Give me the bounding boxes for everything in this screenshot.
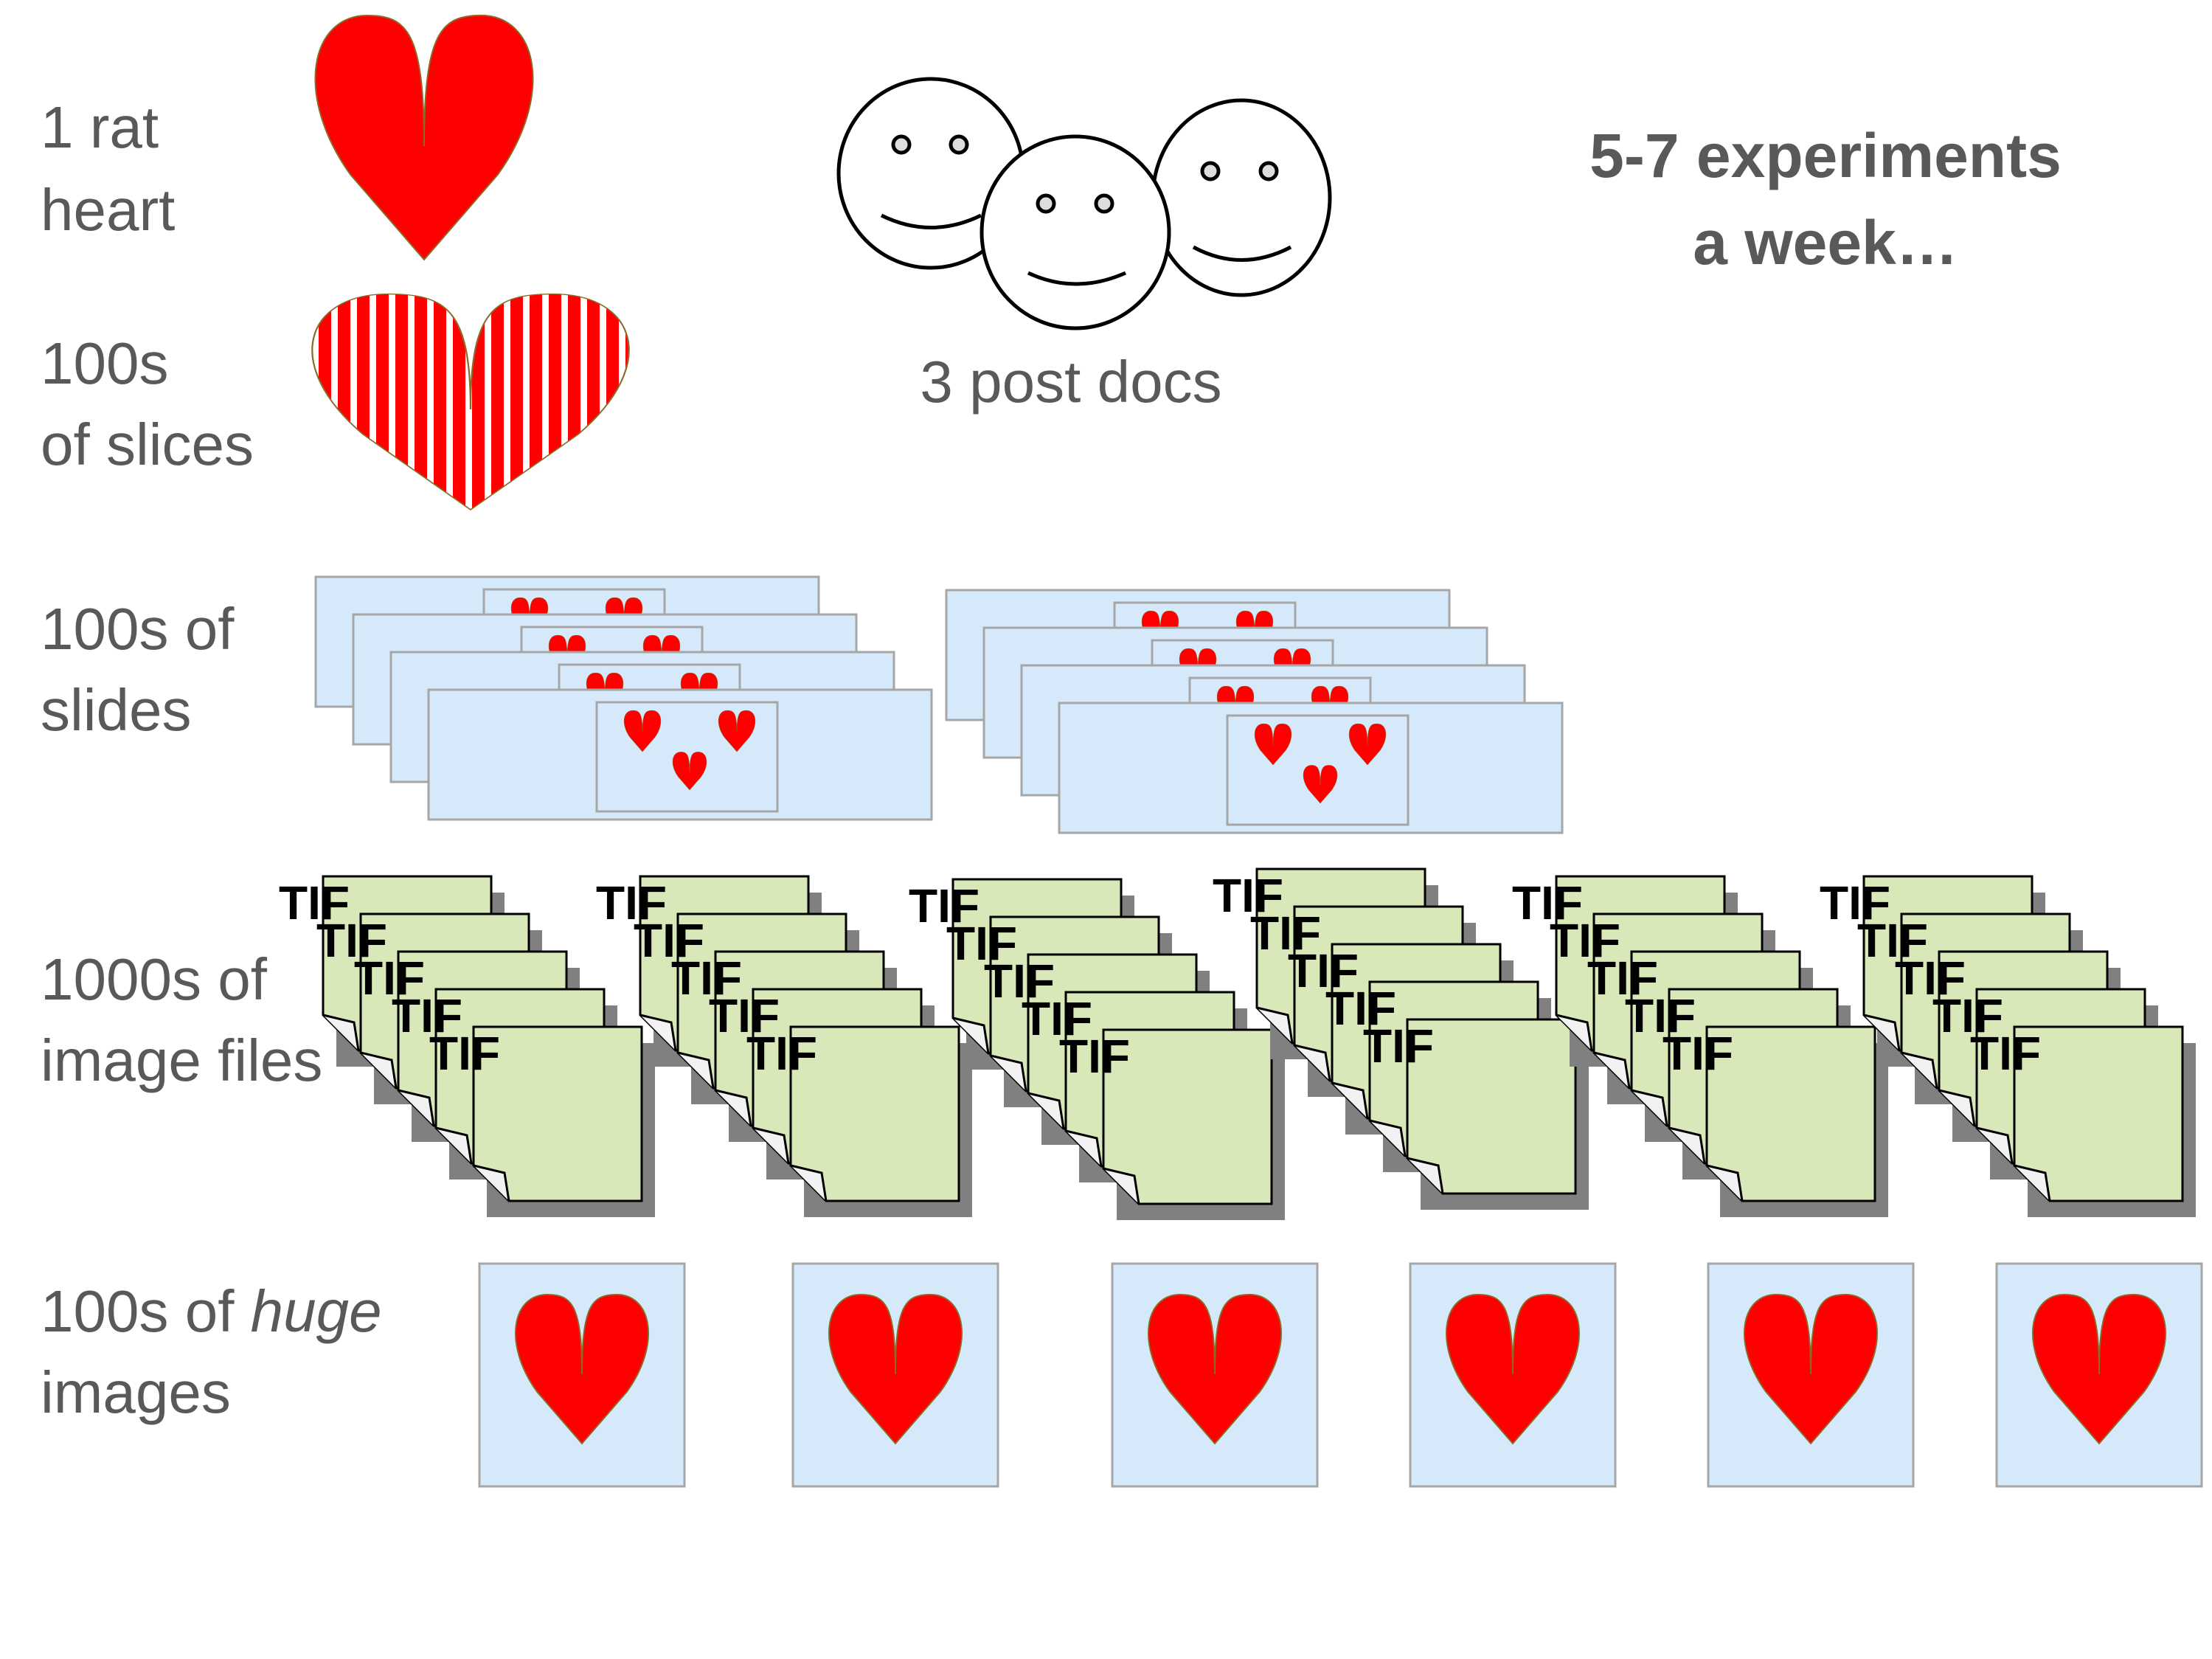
tif-file-label: TIF — [1325, 982, 1396, 1035]
label-rat-heart-line2: heart — [41, 177, 175, 243]
tif-file-label: TIF — [392, 989, 462, 1042]
experiments-line2: a week… — [1693, 208, 1958, 277]
label-huge-images-emphasis: huge — [251, 1278, 382, 1344]
tif-file-icon: TIF — [1663, 1025, 1888, 1217]
huge-image-tile — [1995, 1262, 2203, 1488]
tif-file-label: TIF — [1363, 1019, 1434, 1073]
tif-file-label: TIF — [946, 917, 1017, 970]
tif-file-icon: TIF — [1059, 1028, 1285, 1220]
tif-file-label: TIF — [596, 876, 667, 929]
tif-file-label: TIF — [1857, 914, 1928, 967]
label-huge-images-line2: images — [41, 1360, 231, 1425]
huge-image-tile — [1111, 1262, 1319, 1488]
tif-file-label: TIF — [1288, 944, 1359, 997]
tif-file-label: TIF — [279, 876, 350, 929]
label-rat-heart: 1 rat heart — [41, 94, 175, 243]
tif-file-label: TIF — [1970, 1027, 2041, 1080]
label-huge-images-line1: 100s of huge — [41, 1278, 382, 1344]
label-image-files-line2: image files — [41, 1028, 322, 1093]
tif-file-icon: TIF — [429, 1025, 655, 1217]
smiley-face-icon — [1151, 98, 1332, 297]
huge-image-tile — [478, 1262, 686, 1488]
huge-image-tile — [791, 1262, 999, 1488]
label-slices-line2: of slices — [41, 412, 254, 477]
post-docs-label: 3 post docs — [920, 349, 1221, 415]
tif-file-label: TIF — [354, 952, 425, 1005]
tif-file-label: TIF — [1895, 952, 1966, 1005]
huge-image-tile — [1707, 1262, 1915, 1488]
tif-file-label: TIF — [1059, 1030, 1130, 1083]
slide-stack — [945, 589, 1564, 834]
tif-file-label: TIF — [1625, 989, 1696, 1042]
smiley-face-icon — [980, 134, 1171, 330]
label-huge-images: 100s of huge images — [41, 1278, 382, 1425]
tif-file-label: TIF — [1550, 914, 1620, 967]
tif-file-label: TIF — [1022, 992, 1092, 1045]
huge-image-tile — [1409, 1262, 1617, 1488]
tif-file-label: TIF — [1932, 989, 2003, 1042]
tif-file-label: TIF — [1250, 907, 1321, 960]
tif-file-label: TIF — [316, 914, 387, 967]
glass-slide — [1058, 702, 1564, 834]
huge-image-row — [478, 1262, 2203, 1488]
tif-file-label: TIF — [1820, 876, 1890, 929]
tif-file-label: TIF — [1213, 869, 1283, 922]
sliced-heart-icon — [280, 288, 664, 538]
label-slides-line1: 100s of — [41, 596, 235, 662]
slide-stacks — [314, 575, 1564, 834]
tif-file-stacks: TIFTIFTIFTIFTIFTIFTIFTIFTIFTIFTIFTIFTIFT… — [279, 867, 2196, 1220]
label-image-files: 1000s of image files — [41, 946, 322, 1093]
slide-stack — [314, 575, 933, 821]
tif-file-label: TIF — [429, 1027, 500, 1080]
tif-file-label: TIF — [1587, 952, 1658, 1005]
heart-icon — [315, 15, 533, 260]
label-image-files-line1: 1000s of — [41, 946, 268, 1012]
tif-file-icon: TIF — [746, 1025, 972, 1217]
tif-file-icon: TIF — [1970, 1025, 2196, 1217]
label-slices-line1: 100s — [41, 330, 168, 396]
tif-file-label: TIF — [984, 955, 1055, 1008]
label-rat-heart-line1: 1 rat — [41, 94, 159, 160]
experiments-line1: 5-7 experiments — [1589, 121, 2062, 190]
post-docs-faces — [836, 77, 1332, 330]
glass-slide — [427, 688, 933, 821]
tif-file-label: TIF — [909, 879, 980, 932]
label-slides: 100s of slides — [41, 596, 235, 743]
experiments-note: 5-7 experiments a week… — [1589, 121, 2062, 277]
tif-file-label: TIF — [746, 1027, 817, 1080]
label-slides-line2: slides — [41, 677, 192, 743]
tif-file-label: TIF — [1663, 1027, 1733, 1080]
tif-file-label: TIF — [671, 952, 742, 1005]
label-slices: 100s of slices — [41, 330, 254, 477]
smiley-face-icon — [836, 77, 1025, 270]
tif-file-label: TIF — [634, 914, 704, 967]
label-huge-images-prefix: 100s of — [41, 1278, 251, 1344]
tif-file-label: TIF — [709, 989, 780, 1042]
tif-file-icon: TIF — [1363, 1018, 1589, 1210]
tif-file-label: TIF — [1512, 876, 1583, 929]
